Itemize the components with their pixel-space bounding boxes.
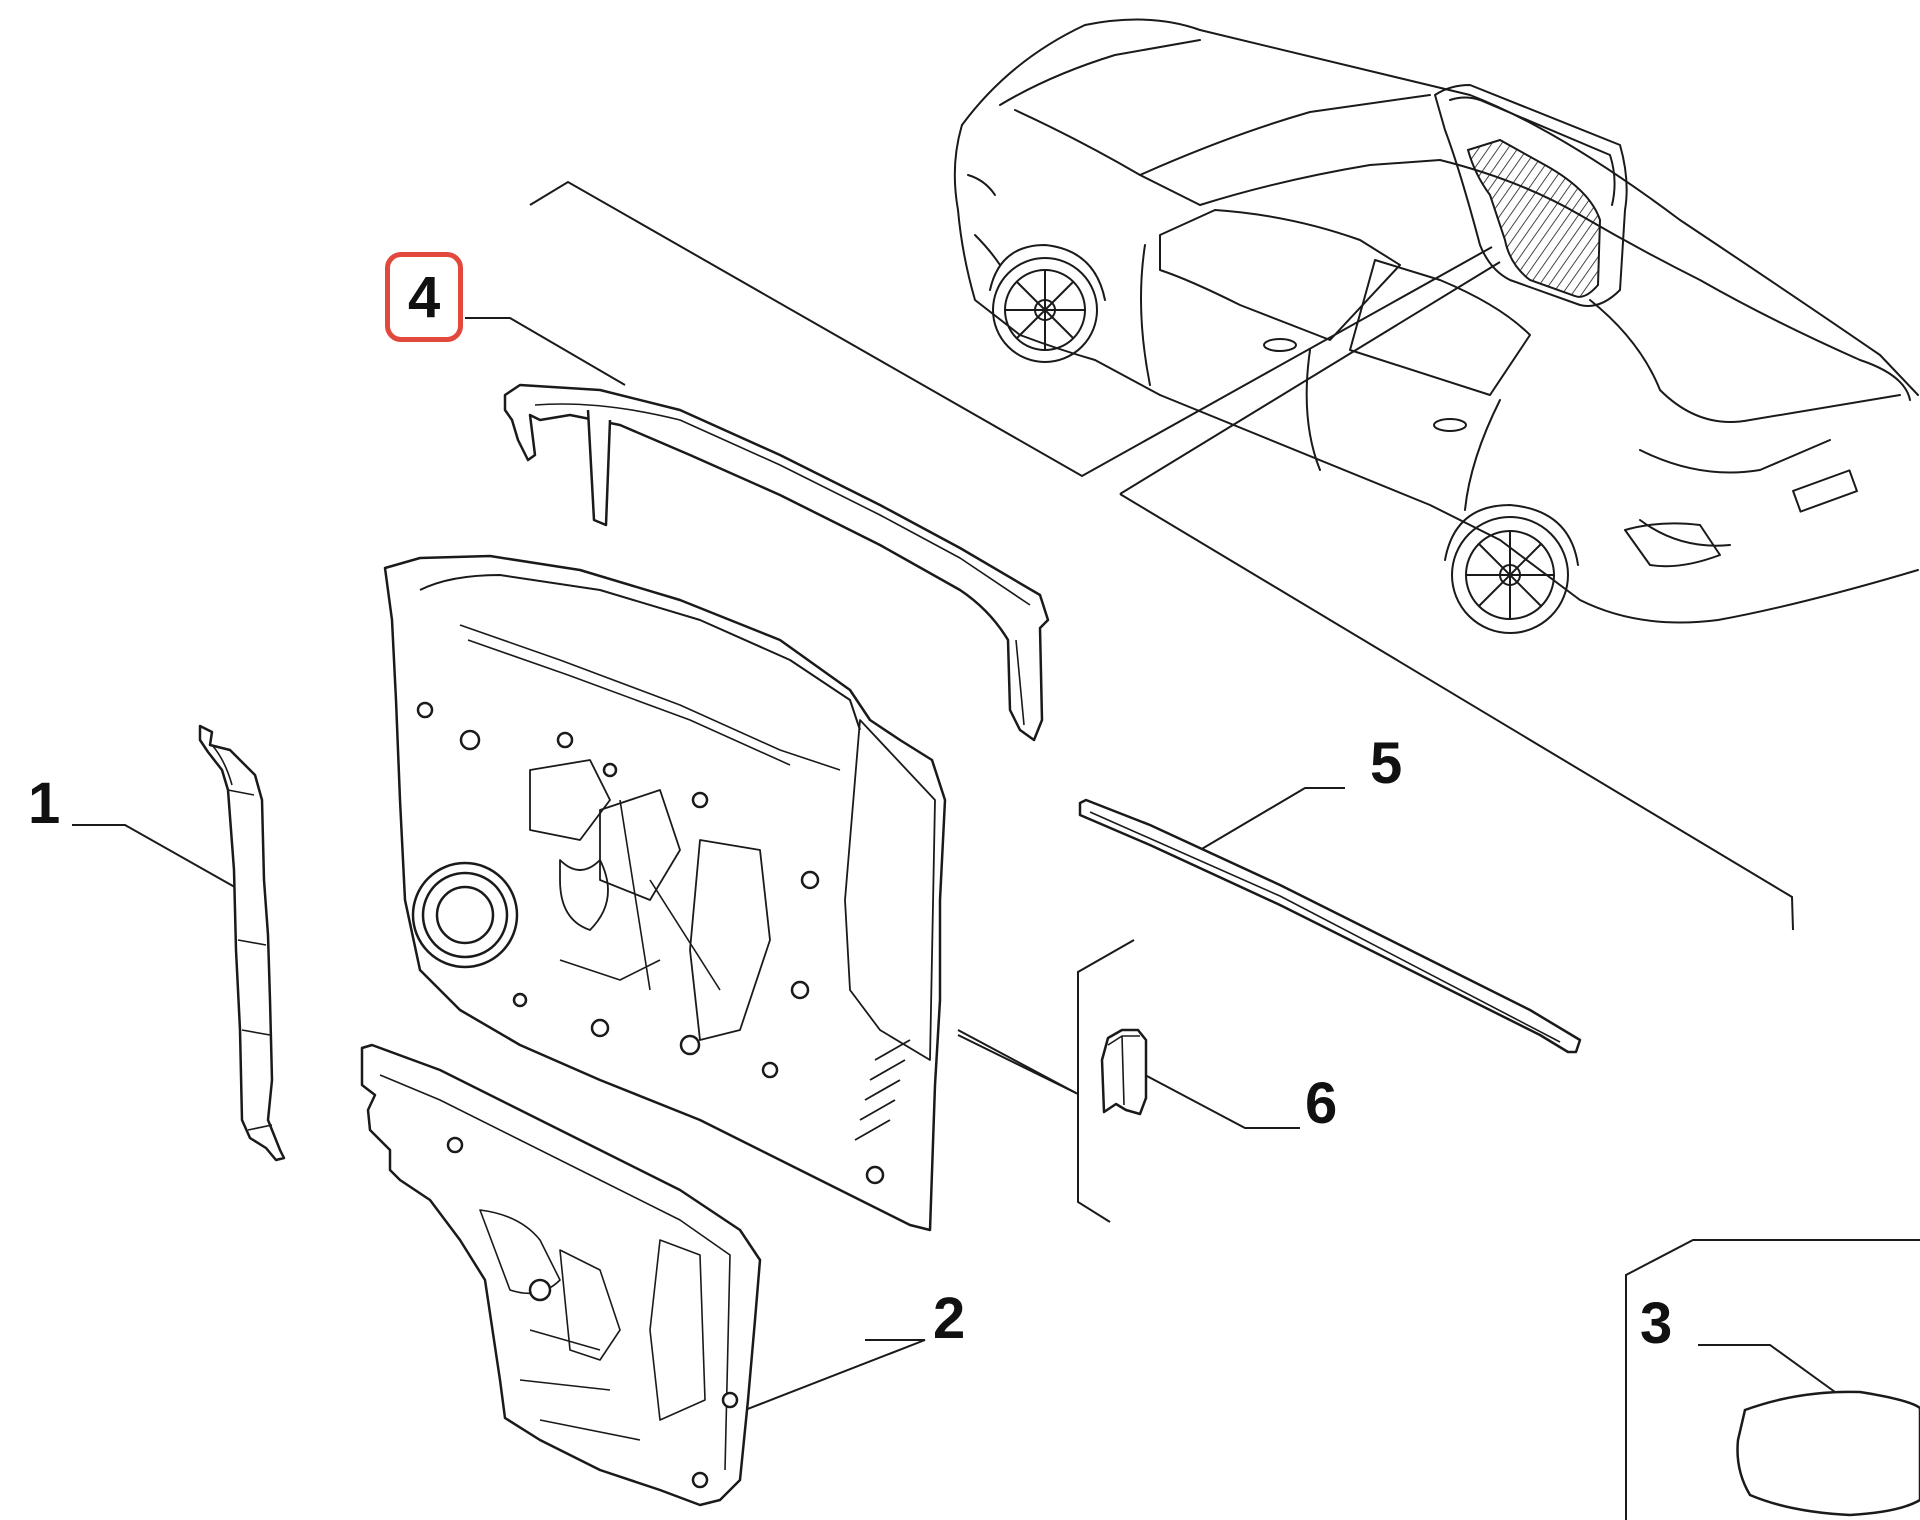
- callout-leader-lines: [72, 317, 1836, 1411]
- part-6-clip: [1100, 1028, 1148, 1116]
- part-3-round-plug: [1736, 1390, 1920, 1517]
- assembly-bracket-lines: [529, 180, 1920, 1520]
- car-overview-illustration: [953, 18, 1919, 634]
- callout-2[interactable]: 2: [933, 1290, 965, 1348]
- callout-1-label: 1: [28, 771, 61, 836]
- callout-6-label: 6: [1305, 1071, 1338, 1136]
- callout-2-label: 2: [933, 1286, 966, 1351]
- part-2-inner-panel: [360, 1043, 762, 1507]
- callout-3[interactable]: 3: [1640, 1295, 1672, 1353]
- callout-5[interactable]: 5: [1370, 735, 1402, 793]
- callout-4-label: 4: [408, 265, 441, 330]
- part-1-pillar-trim: [198, 724, 286, 1162]
- main-door-shell: [383, 554, 947, 1232]
- callout-1[interactable]: 1: [28, 775, 60, 833]
- callout-5-label: 5: [1370, 731, 1403, 796]
- part-5-belt-moulding: [1078, 798, 1582, 1054]
- callout-4-selected[interactable]: 4: [385, 252, 464, 342]
- callout-3-label: 3: [1640, 1291, 1673, 1356]
- car-highlighted-door-panel: [1466, 138, 1602, 298]
- callout-6[interactable]: 6: [1305, 1075, 1337, 1133]
- part-4-window-frame: [503, 383, 1050, 742]
